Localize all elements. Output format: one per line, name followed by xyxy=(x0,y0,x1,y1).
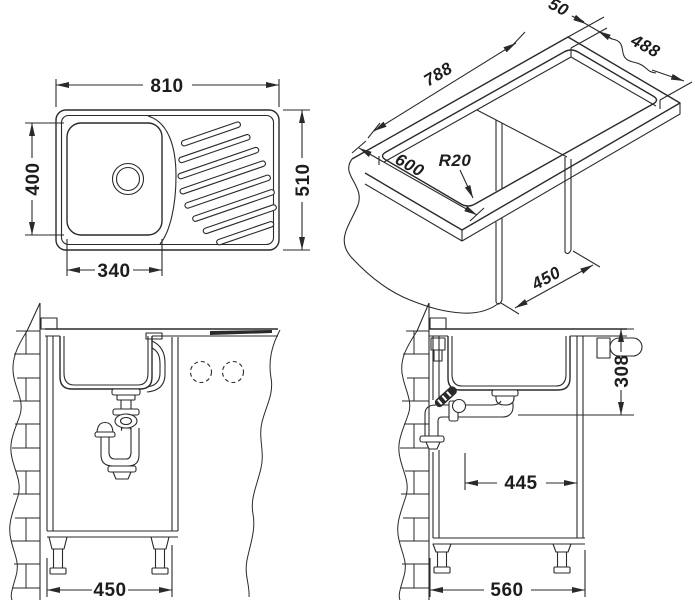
bowl-outline xyxy=(66,122,163,236)
cabinet-front-wall xyxy=(576,336,584,538)
brick-courses xyxy=(399,330,429,589)
cabinet-left-wall xyxy=(495,120,503,305)
drainboard-transition xyxy=(147,115,177,245)
panel-break-wave xyxy=(245,329,281,598)
dim-label-r20: R20 xyxy=(439,151,472,170)
drain-pipe-assembly xyxy=(419,386,519,450)
cabinet-bottom xyxy=(433,537,585,545)
dim-label-50: 50 xyxy=(545,0,572,20)
wall-break-wave xyxy=(397,330,418,600)
wall-edge xyxy=(416,302,430,600)
sink-rim-inner xyxy=(60,114,275,246)
sink-outline xyxy=(55,109,280,251)
dim-400 xyxy=(25,122,64,236)
drainboard-edge-tab xyxy=(609,337,643,357)
drainboard-section xyxy=(210,330,272,335)
bowl-inner xyxy=(451,336,567,387)
drain-inner xyxy=(115,166,141,192)
dim-label-810: 810 xyxy=(150,76,183,97)
overflow-pipe xyxy=(146,340,166,393)
dim-label-400: 400 xyxy=(23,162,44,195)
dim-label-340: 340 xyxy=(97,261,130,282)
cutout-inner-walls xyxy=(378,48,661,165)
dim-label-450-front: 450 xyxy=(93,580,126,600)
dim-r20 xyxy=(459,169,474,199)
dim-label-788: 788 xyxy=(420,58,455,90)
dim-810 xyxy=(55,79,280,107)
cabinet-left-wall xyxy=(46,336,54,531)
dim-label-488: 488 xyxy=(627,30,663,61)
dim-label-510: 510 xyxy=(293,163,314,196)
dim-450-front xyxy=(46,545,173,597)
dim-50-488 xyxy=(567,14,693,101)
cabinet-wall-top-edge xyxy=(476,109,568,158)
hole-marking-2 xyxy=(221,360,245,384)
worktop-top-face xyxy=(351,36,681,231)
drain-outer xyxy=(111,162,145,196)
dim-600 xyxy=(351,140,485,222)
side-section-view: 308 445 560 xyxy=(397,302,643,600)
cabinet-legs xyxy=(432,543,572,574)
cabinet-back-wall xyxy=(432,336,440,538)
cabinet-legs xyxy=(48,536,170,575)
overflow-connector xyxy=(145,332,163,340)
dim-label-445: 445 xyxy=(504,473,537,494)
bowl-outer xyxy=(59,336,153,390)
break-wave xyxy=(343,158,500,314)
dim-label-450-iso: 450 xyxy=(528,263,564,295)
mounting-clamp-left-2 xyxy=(433,349,443,362)
compartment-wall xyxy=(171,337,179,531)
dim-788 xyxy=(367,31,526,139)
wall-edge xyxy=(26,302,41,600)
dim-510 xyxy=(283,109,310,251)
brick-courses xyxy=(11,330,40,589)
dim-450-iso xyxy=(500,250,601,315)
cabinet-right-wall xyxy=(564,157,572,255)
isometric-view: 788 50 488 600 R20 450 xyxy=(343,0,693,315)
drain-trap-assembly xyxy=(94,388,141,480)
hole-marking-1 xyxy=(189,360,213,384)
dim-label-560: 560 xyxy=(490,580,523,600)
drainboard-ribs xyxy=(177,121,277,246)
bowl-inner xyxy=(63,336,149,386)
mounting-clamp-right xyxy=(596,337,611,359)
dim-label-308: 308 xyxy=(612,354,633,387)
wall-break-wave xyxy=(9,330,28,600)
dim-340 xyxy=(66,239,163,276)
backsplash-block xyxy=(40,317,58,330)
dim-560 xyxy=(429,550,586,597)
bowl-outer xyxy=(447,336,571,391)
cabinet-bottom xyxy=(47,530,178,538)
front-section-view: 450 xyxy=(9,302,281,600)
dim-308 xyxy=(518,328,634,416)
backsplash-block xyxy=(429,317,447,330)
dim-445 xyxy=(464,453,577,490)
plan-view: 810 510 400 340 xyxy=(23,76,314,282)
